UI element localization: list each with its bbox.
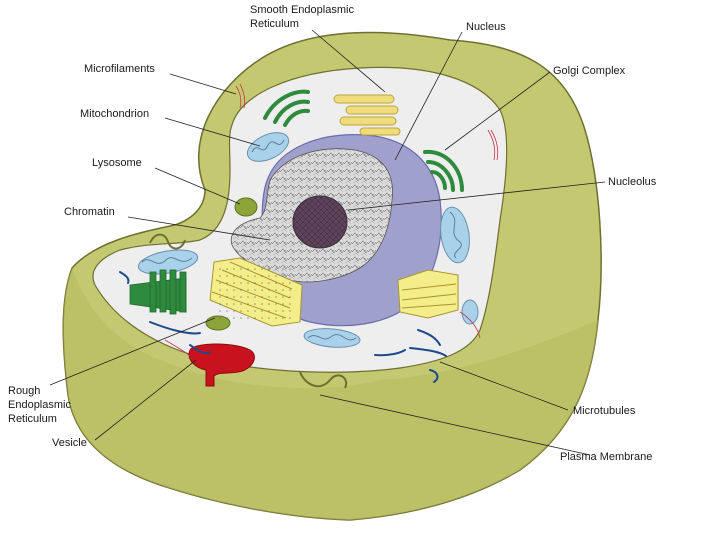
mitochondrion-left bbox=[137, 249, 199, 275]
label-smooth-er-line2: Reticulum bbox=[250, 18, 299, 30]
mitochondrion bbox=[246, 132, 290, 162]
label-plasma-membrane: Plasma Membrane bbox=[560, 451, 652, 463]
plasma-membrane-fold bbox=[149, 233, 186, 250]
label-nucleolus: Nucleolus bbox=[608, 176, 657, 188]
leader-lines bbox=[49, 29, 606, 456]
nucleolus bbox=[292, 195, 348, 249]
mitochondrion-bottom-right bbox=[461, 299, 479, 325]
er-stack-left bbox=[209, 257, 303, 327]
label-nucleus: Nucleus bbox=[466, 21, 506, 33]
microfilaments bbox=[164, 83, 499, 357]
label-microfilaments: Microfilaments bbox=[84, 63, 155, 75]
label-rough-er-line3: Reticulum bbox=[8, 413, 57, 425]
golgi-top-left bbox=[263, 89, 310, 127]
golgi-complex bbox=[423, 149, 464, 192]
rough-er bbox=[129, 269, 187, 315]
label-smooth-er-line1: Smooth Endoplasmic bbox=[250, 4, 354, 16]
mitochondrion-right bbox=[440, 206, 470, 264]
cytoplasm-wall-shadow bbox=[63, 268, 599, 520]
lysosome bbox=[234, 197, 258, 217]
smooth-er-top bbox=[333, 94, 401, 136]
er-stack-right bbox=[397, 269, 459, 319]
label-rough-er-line1: Rough bbox=[8, 385, 40, 397]
plasma-membrane-fold-lower bbox=[299, 371, 348, 389]
label-lysosome: Lysosome bbox=[92, 157, 142, 169]
label-rough-er-line2: Endoplasmic bbox=[8, 399, 71, 411]
label-mitochondrion: Mitochondrion bbox=[80, 108, 149, 120]
mitochondrion-bottom bbox=[303, 328, 361, 348]
label-chromatin: Chromatin bbox=[64, 206, 115, 218]
labels: Smooth Endoplasmic Reticulum Nucleus Mic… bbox=[8, 4, 657, 463]
label-microtubules: Microtubules bbox=[573, 405, 636, 417]
label-golgi-complex: Golgi Complex bbox=[553, 65, 626, 77]
label-vesicle: Vesicle bbox=[52, 437, 87, 449]
microtubules bbox=[119, 271, 447, 383]
vesicle bbox=[188, 343, 255, 387]
